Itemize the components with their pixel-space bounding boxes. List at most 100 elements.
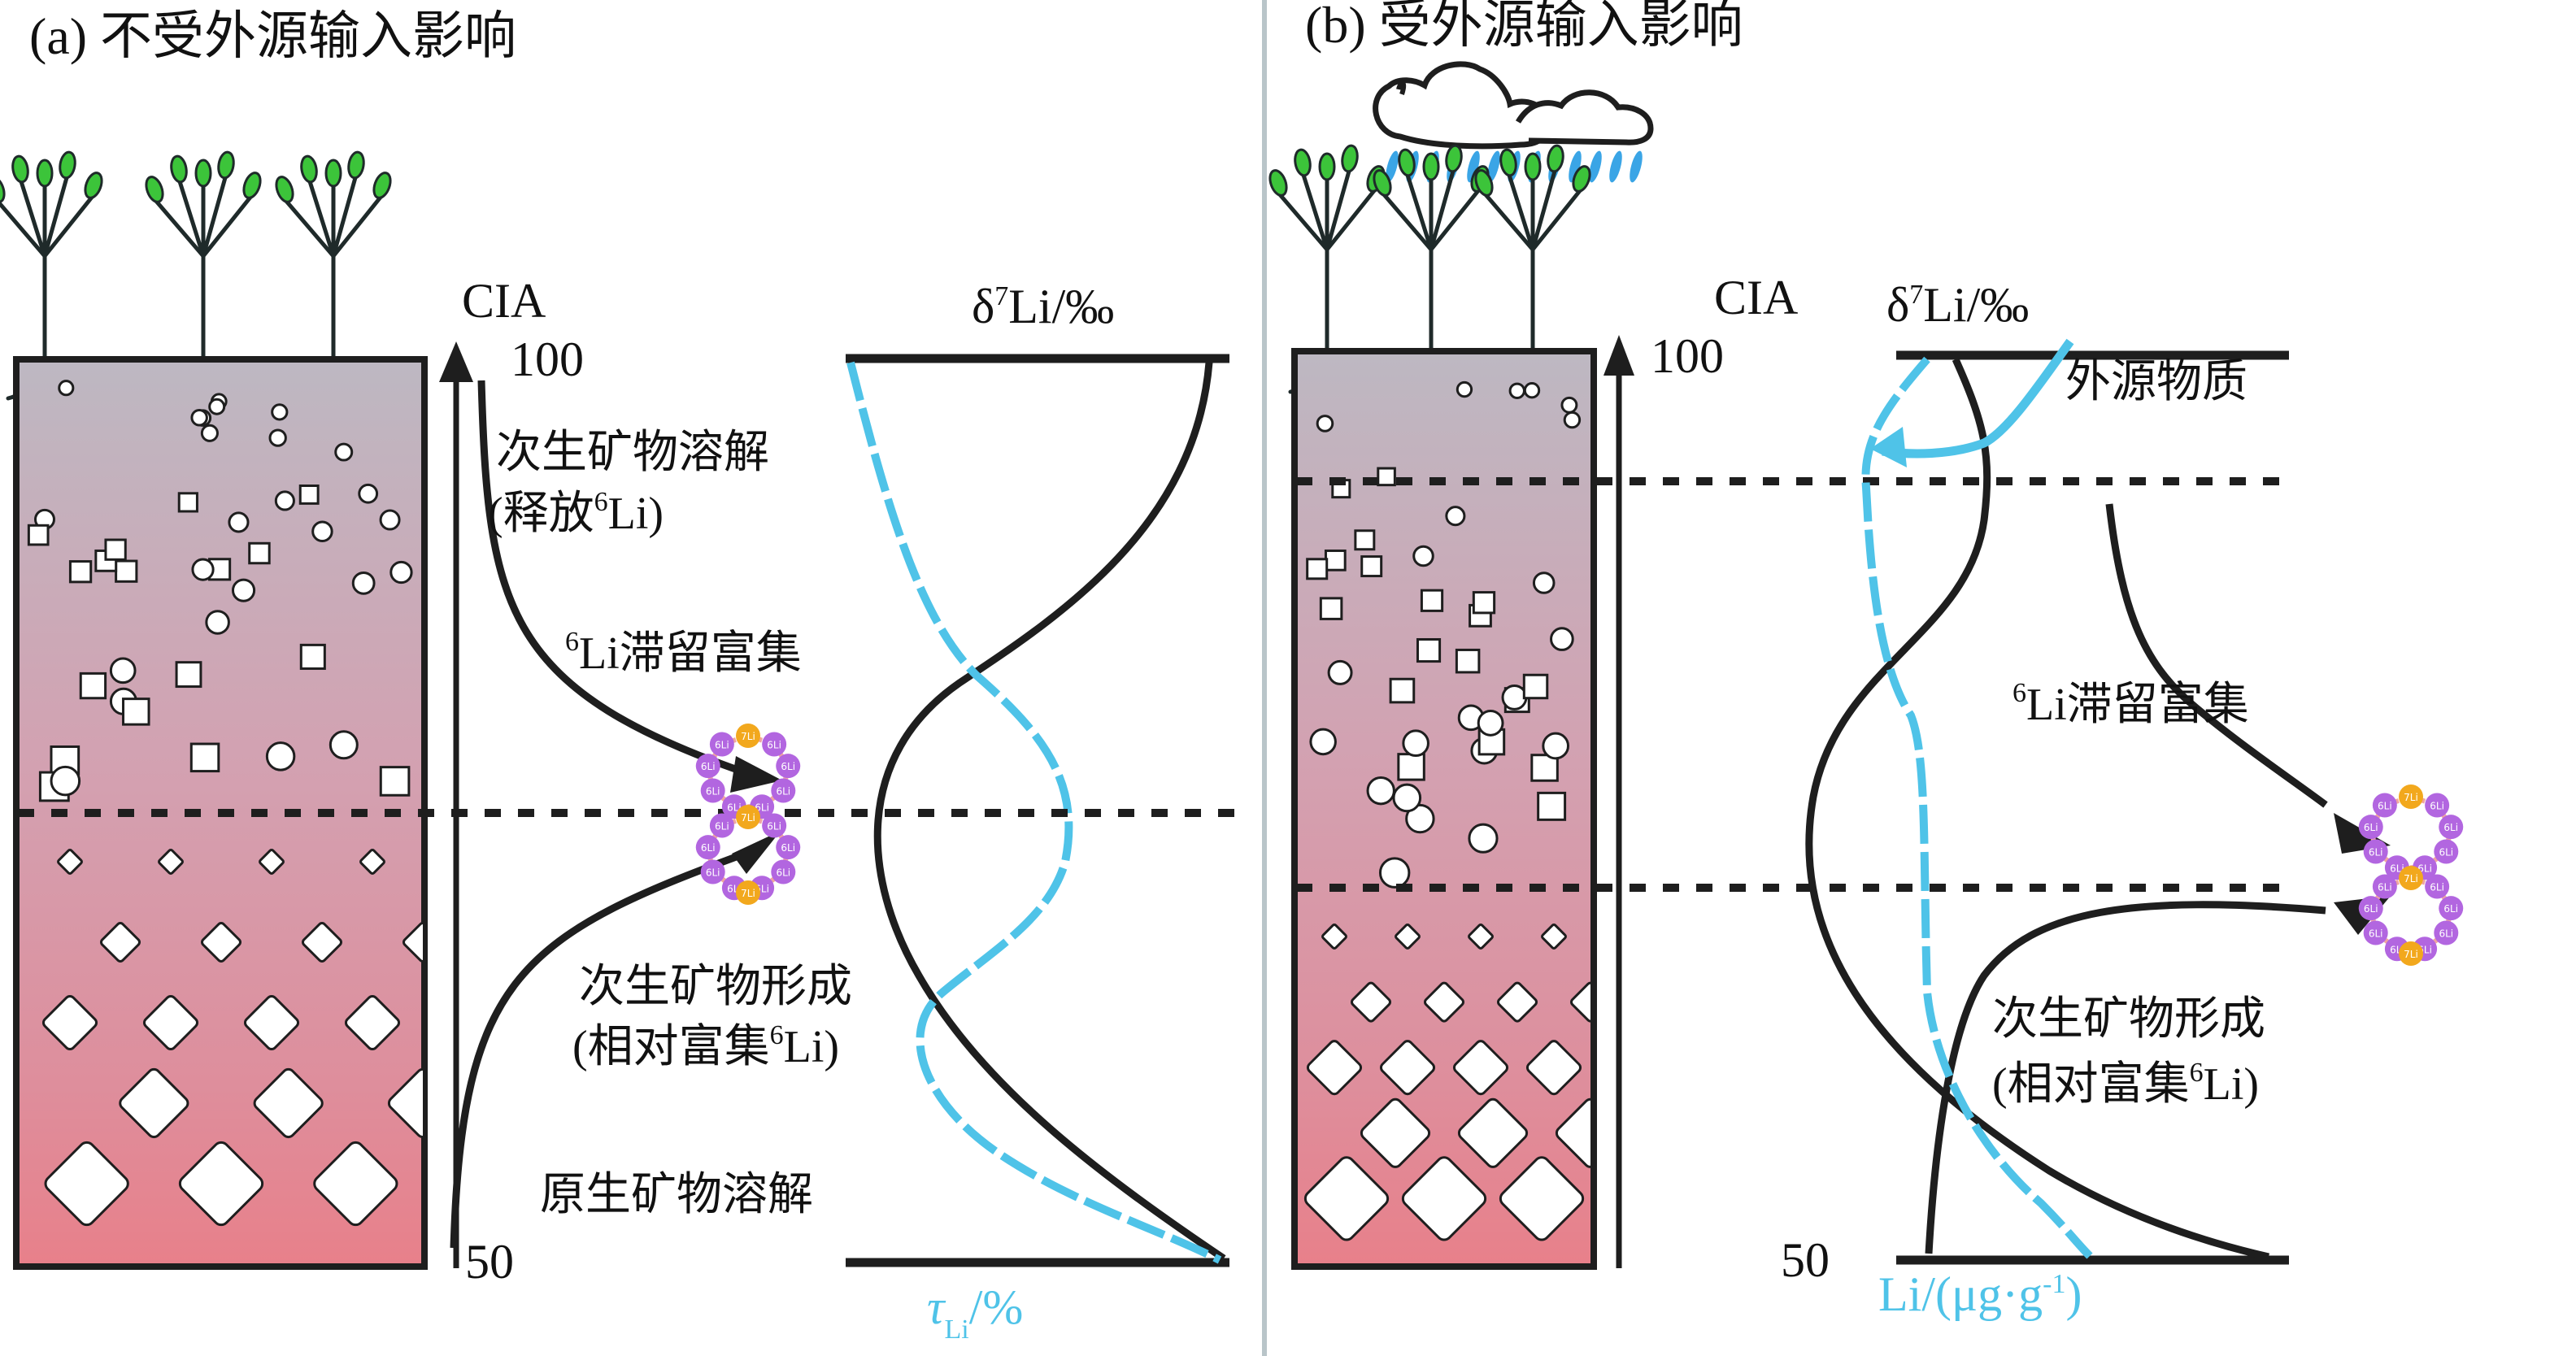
li6-atom: 6Li xyxy=(700,778,725,803)
li7-atom: 7Li xyxy=(2399,866,2423,890)
rain-cloud-icon xyxy=(1373,61,1654,183)
annotation-release-li: (释放6Li) xyxy=(488,487,664,539)
grain-circle xyxy=(389,560,413,585)
li6-atom: 6Li xyxy=(762,732,787,757)
grain-square xyxy=(1389,677,1416,704)
panel-b: (b) 受外源输入影响 CIA 100 50 δ7Li/‰ Li/(μg·g-1… xyxy=(1268,0,2464,1321)
grain-circle xyxy=(265,741,296,771)
raindrop-icon xyxy=(1569,150,1582,183)
grain-diamond xyxy=(1303,1156,1390,1241)
grain-diamond xyxy=(387,1067,423,1139)
grain-circle xyxy=(1366,776,1395,806)
li6-atom: 6Li xyxy=(2358,815,2383,840)
grain-square xyxy=(189,742,220,773)
panel-a: (a) 不受外源输入影响 CIA 100 50 δ7Li/‰ τLi/% xyxy=(0,7,1236,1345)
li6-atom: 6Li xyxy=(762,813,787,838)
grain-square xyxy=(79,671,107,700)
grain-square xyxy=(122,698,150,726)
grain-square xyxy=(1354,529,1376,551)
li6-atom: 6Li xyxy=(2439,815,2464,840)
grain-square xyxy=(1397,753,1425,781)
li6-atom: 6Li xyxy=(700,859,725,884)
svg-text:7Li: 7Li xyxy=(2404,792,2418,803)
svg-text:6Li: 6Li xyxy=(781,761,795,772)
li6-atom: 6Li xyxy=(2372,874,2397,899)
svg-text:6Li: 6Li xyxy=(2443,822,2458,833)
grain-diamond xyxy=(200,921,242,963)
grain-square xyxy=(1377,467,1396,487)
svg-text:6Li: 6Li xyxy=(755,802,769,813)
grain-circle xyxy=(379,509,401,531)
raindrop-icon xyxy=(1386,150,1399,183)
grain-diamond xyxy=(178,1141,264,1227)
d7li-curve-b xyxy=(1805,358,2270,1261)
grain-square xyxy=(1324,549,1347,572)
grain-square xyxy=(1420,589,1444,612)
plants-a xyxy=(0,150,392,401)
li6-atom: 6Li xyxy=(709,732,734,757)
grain-diamond xyxy=(1379,1040,1436,1096)
grain-diamond xyxy=(142,994,199,1051)
li-content-curve-b xyxy=(1861,356,2093,1259)
li7-atom: 7Li xyxy=(736,724,760,748)
grain-diamond xyxy=(1457,1097,1529,1168)
cia-top-value-b: 100 xyxy=(1651,329,1724,383)
grain-square xyxy=(379,766,411,797)
li6-atom: 6Li xyxy=(2363,920,2388,945)
grain-square xyxy=(115,559,138,583)
svg-text:6Li: 6Li xyxy=(776,786,790,798)
annotation-external-material: 外源物质 xyxy=(2065,357,2247,407)
svg-text:6Li: 6Li xyxy=(2430,882,2444,893)
svg-text:6Li: 6Li xyxy=(2369,847,2383,858)
bottom-axis-label-b: Li/(μg·g-1) xyxy=(1878,1267,2082,1321)
grain-circle xyxy=(1445,506,1466,527)
grain-circle xyxy=(1468,823,1499,854)
grain-square xyxy=(1360,555,1383,578)
grain-diamond xyxy=(44,1141,129,1227)
annotation-relative-enrich-a: (相对富集6Li) xyxy=(572,1020,839,1072)
svg-text:6Li: 6Li xyxy=(2430,801,2444,812)
li6-atom: 6Li xyxy=(776,754,801,779)
svg-text:7Li: 7Li xyxy=(741,888,755,899)
svg-text:6Li: 6Li xyxy=(2364,903,2378,915)
grain-circle xyxy=(1412,545,1434,567)
grain-diamond xyxy=(1499,1156,1585,1241)
tree-icon xyxy=(0,150,103,401)
svg-text:6Li: 6Li xyxy=(2439,928,2453,940)
raindrop-icon xyxy=(1609,150,1622,183)
cia-axis-b: CIA 100 50 xyxy=(1603,271,1830,1287)
d7li-curve-a xyxy=(873,362,1226,1262)
grain-circle xyxy=(271,403,289,421)
grain-square xyxy=(1455,648,1481,674)
grain-circle xyxy=(1523,382,1541,399)
li6-atom: 6Li xyxy=(776,835,801,860)
grain-circle xyxy=(1563,411,1582,429)
grain-diamond xyxy=(99,921,141,963)
grain-diamond xyxy=(1401,1156,1487,1241)
grain-diamond xyxy=(313,1141,398,1227)
grain-circle xyxy=(1378,857,1411,889)
li6-atom: 6Li xyxy=(2434,839,2459,864)
raindrop-icon xyxy=(1630,150,1643,183)
annotation-secondary-formation-b: 次生矿物形成 xyxy=(1992,994,2265,1045)
grain-diamond xyxy=(1555,1097,1590,1168)
grain-circle xyxy=(205,610,230,635)
grain-circle xyxy=(1501,684,1528,711)
tau-li-curve-a xyxy=(846,361,1222,1264)
raindrop-icon xyxy=(1467,150,1480,183)
dissolution-curve-b xyxy=(2105,503,2328,808)
svg-text:6Li: 6Li xyxy=(2378,882,2392,893)
svg-text:6Li: 6Li xyxy=(715,740,729,751)
grain-circle xyxy=(1508,382,1525,399)
li6-atom: 6Li xyxy=(771,778,796,803)
top-axis-label-a: δ7Li/‰ xyxy=(972,280,1114,333)
li6-atom: 6Li xyxy=(2358,896,2383,921)
svg-text:7Li: 7Li xyxy=(2404,949,2418,960)
grain-diamond xyxy=(1306,1040,1363,1096)
li6-atom: 6Li xyxy=(2425,793,2450,818)
grain-circle xyxy=(208,398,226,415)
plants-b xyxy=(1268,144,1591,394)
svg-text:6Li: 6Li xyxy=(701,842,716,854)
grain-circle xyxy=(1316,415,1334,432)
